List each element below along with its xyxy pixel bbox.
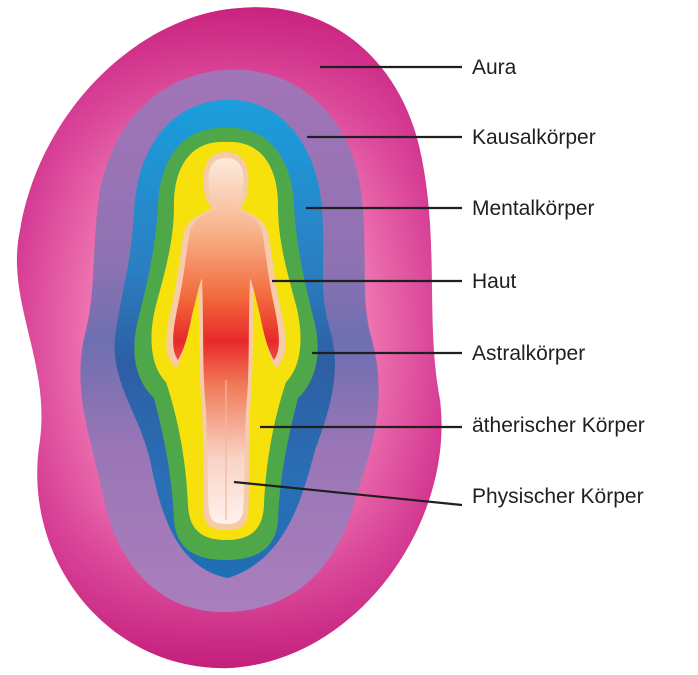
label-kausal: Kausalkörper — [472, 126, 596, 149]
label-mental: Mentalkörper — [472, 197, 595, 220]
label-physisch: Physischer Körper — [472, 485, 644, 508]
label-astral: Astralkörper — [472, 342, 585, 365]
label-aura: Aura — [472, 56, 517, 79]
label-haut: Haut — [472, 270, 517, 293]
labels: Aura Kausalkörper Mentalkörper Haut Astr… — [472, 56, 645, 508]
label-aetherisch: ätherischer Körper — [472, 414, 645, 437]
